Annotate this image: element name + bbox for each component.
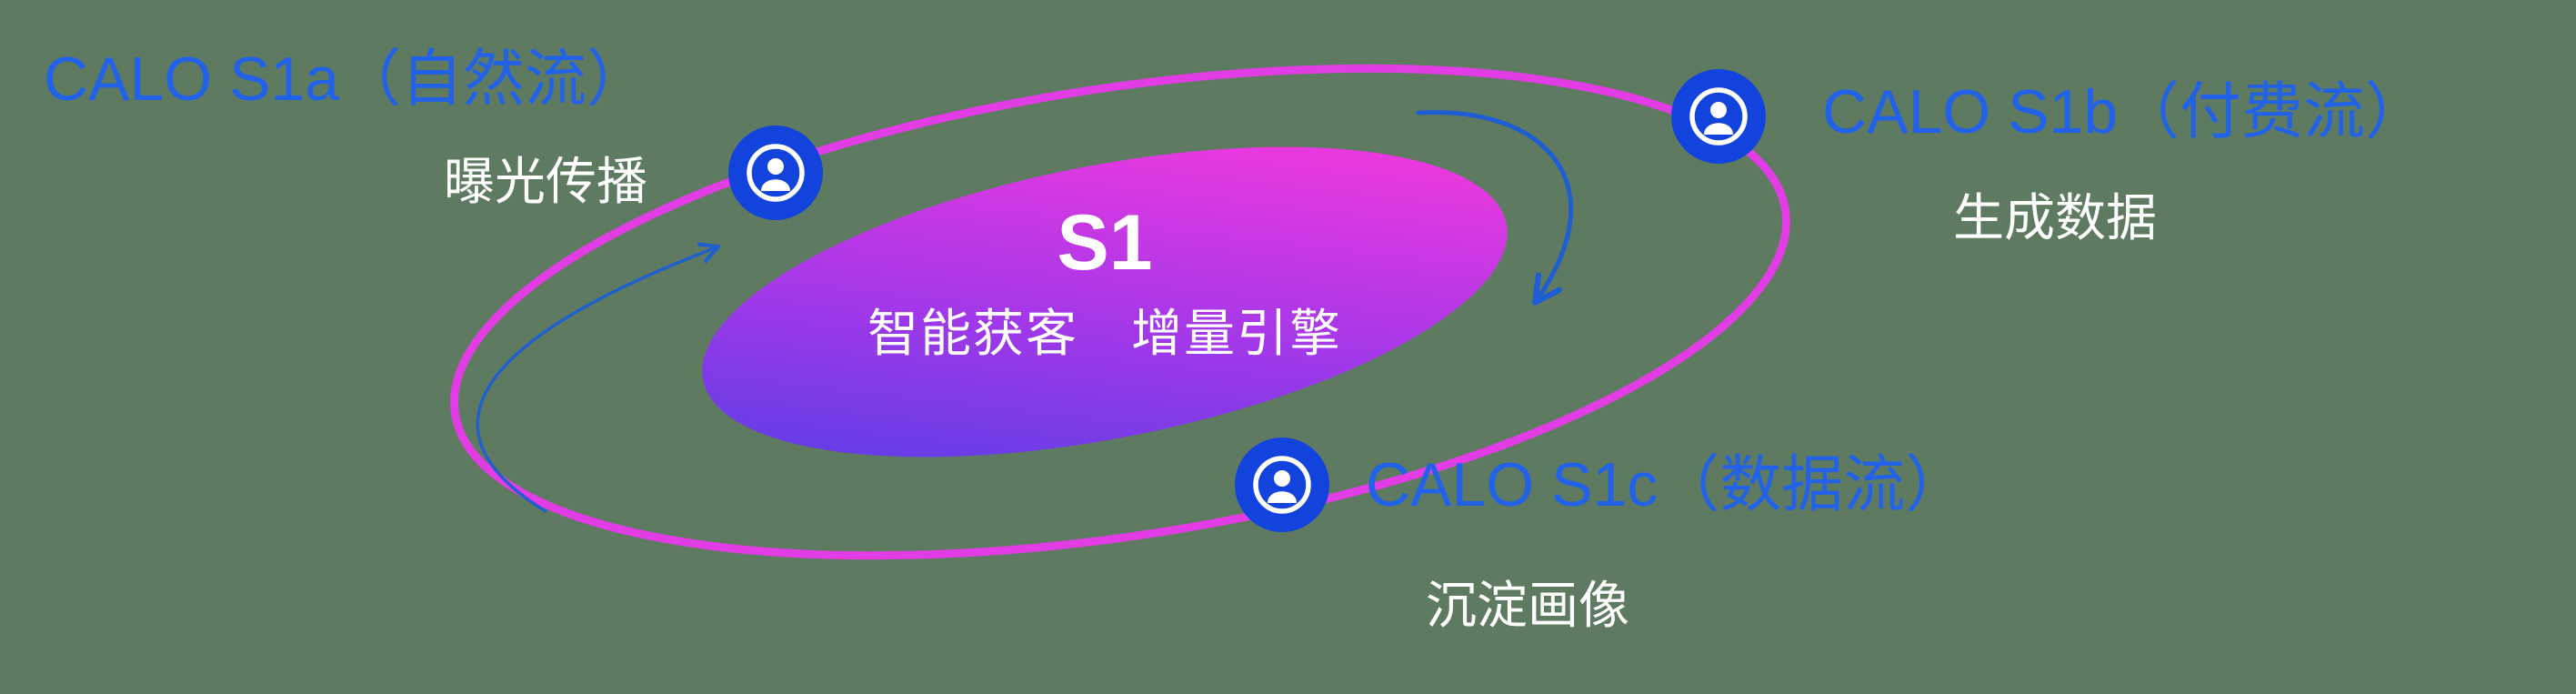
orbit-ring <box>450 64 1790 560</box>
core-subtitle: 智能获客 增量引擎 <box>867 305 1342 363</box>
flow-arrow-left <box>476 242 721 513</box>
user-circle-icon-s1b <box>1671 69 1766 164</box>
label-s1c: CALO S1c（数据流） <box>1366 450 1968 519</box>
label-s1a: CALO S1a（自然流） <box>44 45 649 114</box>
sublabel-s1c: 沉淀画像 <box>1426 577 1629 634</box>
label-s1b: CALO S1b（付费流） <box>1822 77 2428 146</box>
user-circle-icon-s1a <box>728 126 823 220</box>
core-title: S1 <box>1057 199 1153 287</box>
sublabel-s1b: 生成数据 <box>1953 189 2157 246</box>
user-circle-icon-s1c <box>1235 438 1329 532</box>
core-text: S1 智能获客 增量引擎 <box>832 202 1378 367</box>
core-ellipse <box>702 146 1508 458</box>
sublabel-s1a: 曝光传播 <box>444 153 647 210</box>
flow-arrow-right <box>1416 110 1574 306</box>
